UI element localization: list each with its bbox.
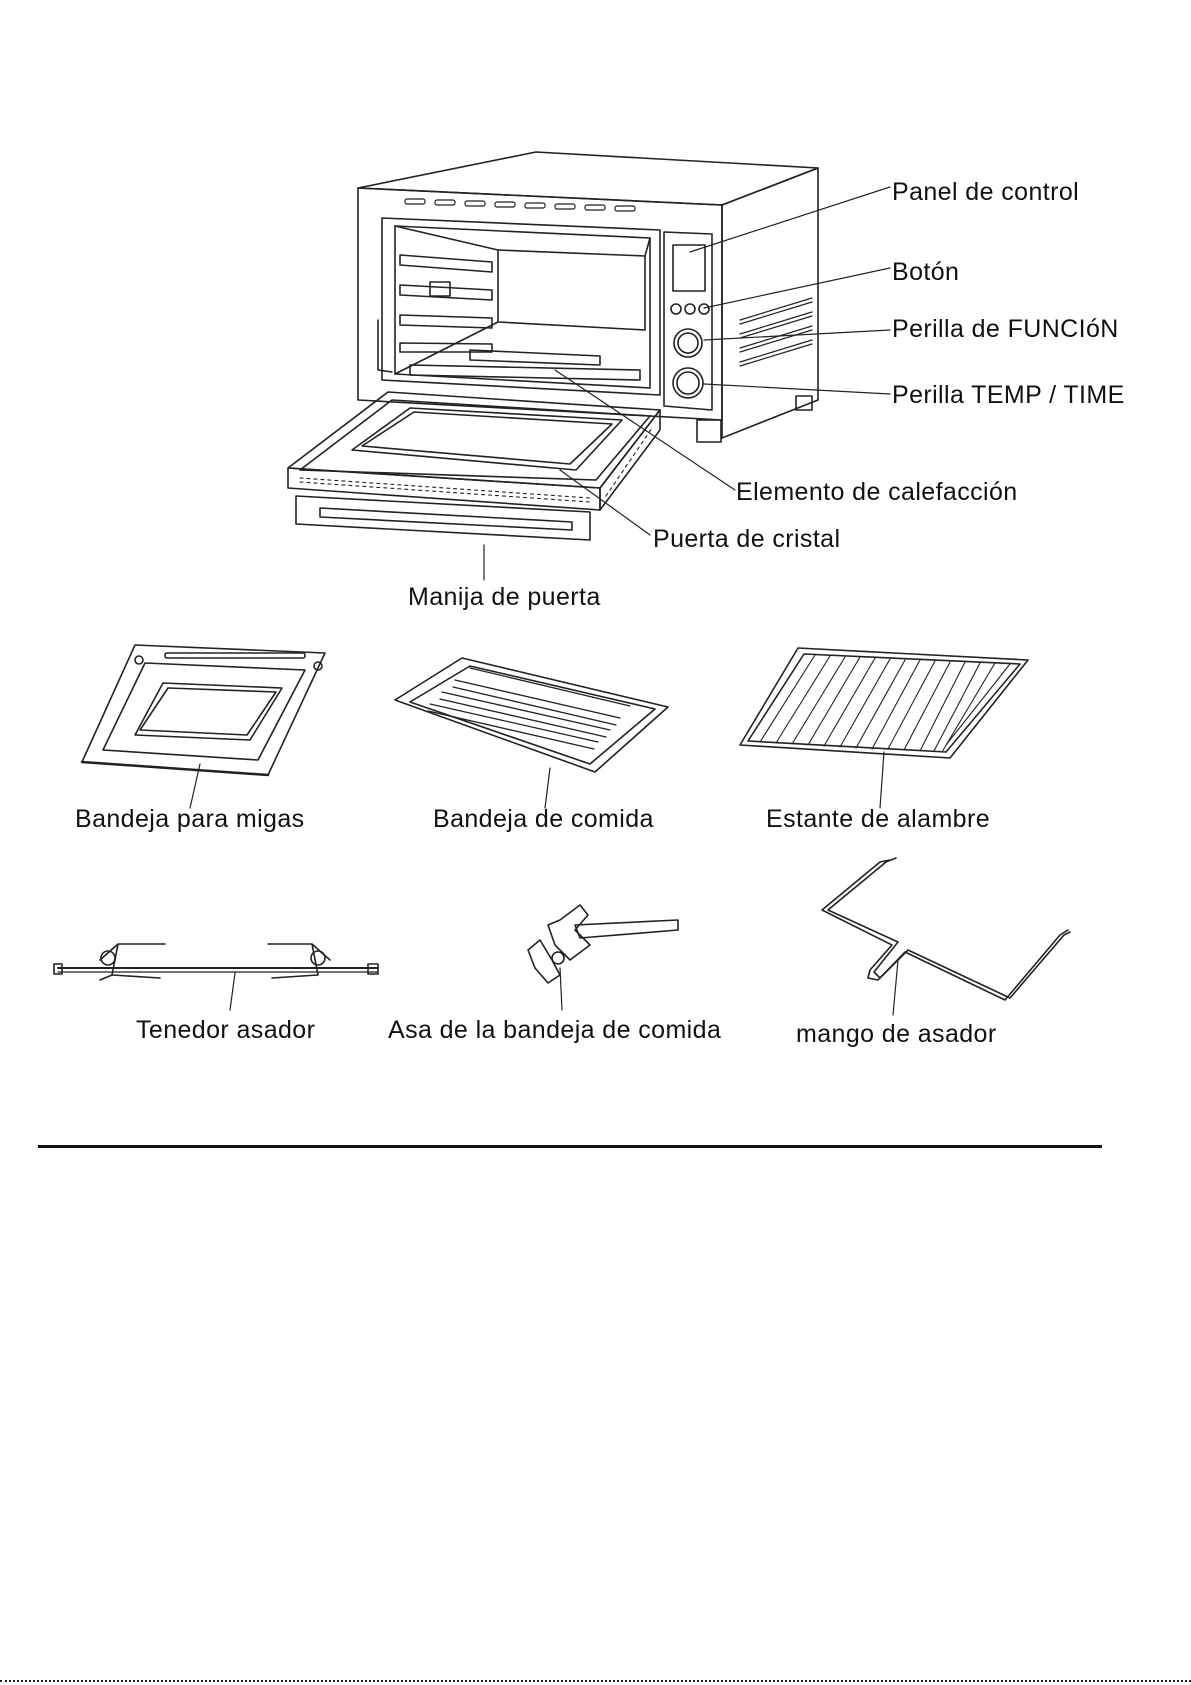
tray-handle-illustration	[528, 905, 678, 1010]
food-tray-illustration	[395, 658, 668, 808]
label-heating-element: Elemento de calefacción	[736, 480, 1018, 505]
label-control-panel: Panel de control	[892, 180, 1079, 205]
label-tray-handle: Asa de la bandeja de comida	[388, 1018, 721, 1043]
label-wire-rack: Estante de alambre	[766, 807, 990, 832]
label-temp-time-knob: Perilla TEMP / TIME	[892, 383, 1125, 408]
label-button: Botón	[892, 260, 959, 285]
crumb-tray-illustration	[82, 645, 325, 808]
label-door-handle: Manija de puerta	[408, 585, 601, 610]
rotisserie-fork-illustration	[54, 944, 378, 1010]
label-function-knob: Perilla de FUNCIóN	[892, 317, 1119, 342]
label-food-tray: Bandeja de comida	[433, 807, 654, 832]
horizontal-divider	[38, 1145, 1102, 1148]
label-rotisserie-fork: Tenedor asador	[136, 1018, 315, 1043]
rotisserie-handle-illustration	[822, 858, 1070, 1015]
wire-rack-illustration	[740, 648, 1028, 808]
label-glass-door: Puerta de cristal	[653, 527, 840, 552]
label-crumb-tray: Bandeja para migas	[75, 807, 305, 832]
page-bottom-edge	[0, 1680, 1191, 1685]
label-rotisserie-handle: mango de asador	[796, 1022, 997, 1047]
